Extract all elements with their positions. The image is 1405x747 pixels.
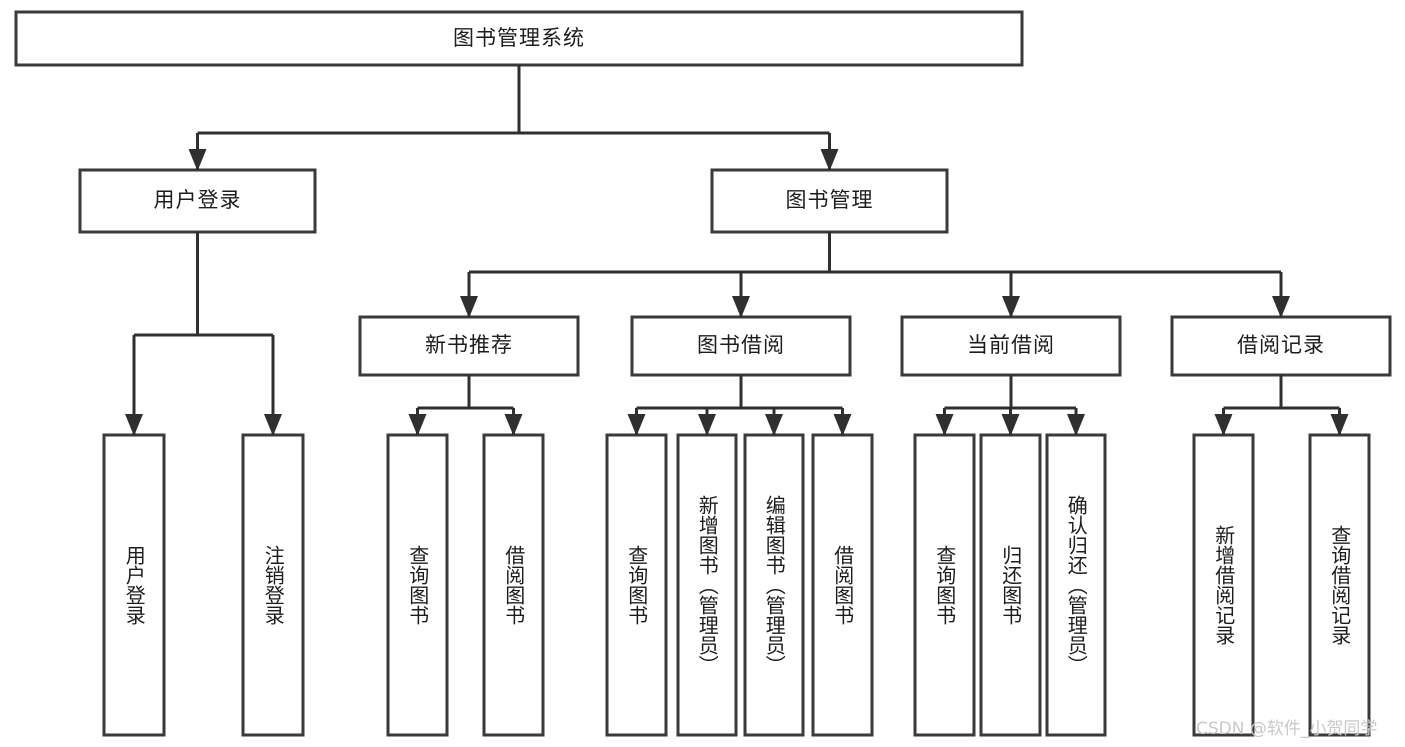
root-arrow-1: [820, 149, 839, 171]
leaf-confirm-return-admin-label: 确认归还（管理员）: [1064, 495, 1089, 675]
book-mgmt-arrow-1: [732, 296, 750, 318]
leaf-borrow-book-recommend-box[interactable]: [482, 433, 545, 737]
leaf-borrow-book-box[interactable]: [811, 433, 874, 737]
book-mgmt-arrow-2: [1002, 296, 1020, 318]
leaf-query-book-current-box[interactable]: [913, 433, 976, 737]
leaf-borrow-book-recommend-label: 借阅图书: [501, 545, 526, 625]
leaf-return-book-box[interactable]: [979, 433, 1042, 737]
leaf-return-book-label: 归还图书: [998, 545, 1023, 625]
cat-3-arrow-0: [1214, 414, 1233, 436]
leaf-query-book-borrow-label: 查询图书: [624, 545, 649, 625]
node-root-system-box[interactable]: [14, 10, 1024, 67]
leaf-add-book-admin-label: 新增图书（管理员）: [695, 495, 720, 675]
leaf-confirm-return-admin-box[interactable]: [1045, 433, 1107, 737]
leaf-query-borrow-record-box[interactable]: [1308, 433, 1371, 737]
user-login-arrow-1: [264, 414, 282, 436]
node-current-borrow-label: 当前借阅: [967, 333, 1055, 358]
leaf-user-logout-label: 注销登录: [261, 545, 286, 625]
node-user-login-label: 用户登录: [153, 188, 242, 213]
cat-0-arrow-1: [504, 414, 523, 436]
leaf-query-borrow-record-label: 查询借阅记录: [1327, 525, 1352, 645]
cat-1-arrow-1: [698, 414, 716, 436]
cat-0-arrow-0: [408, 414, 427, 436]
cat-1-arrow-0: [627, 414, 646, 436]
book-mgmt-arrow-3: [1272, 296, 1290, 318]
root-arrow-0: [188, 149, 207, 171]
leaf-add-borrow-record-box[interactable]: [1192, 433, 1255, 737]
leaf-query-book-borrow-box[interactable]: [605, 433, 668, 737]
cat-1-arrow-2: [765, 414, 783, 436]
leaf-query-book-current-label: 查询图书: [932, 545, 957, 625]
cat-1-arrow-3: [833, 414, 852, 436]
leaf-edit-book-admin-box[interactable]: [743, 433, 805, 737]
node-borrow-record-label: 借阅记录: [1237, 333, 1325, 358]
node-book-borrow-label: 图书借阅: [697, 333, 785, 358]
node-user-login-box[interactable]: [78, 168, 317, 234]
node-book-borrow-box[interactable]: [630, 315, 852, 377]
user-login-arrow-0: [125, 414, 143, 436]
leaf-add-borrow-record-label: 新增借阅记录: [1211, 525, 1236, 645]
cat-2-arrow-2: [1067, 414, 1085, 436]
book-mgmt-arrow-0: [460, 296, 478, 318]
cat-2-arrow-0: [935, 414, 954, 436]
leaf-borrow-book-label: 借阅图书: [830, 545, 855, 625]
leaf-edit-book-admin-label: 编辑图书（管理员）: [762, 495, 787, 675]
watermark-text: CSDN @软件_小贺同学: [1196, 719, 1378, 739]
leaf-query-book-recommend-label: 查询图书: [405, 545, 430, 625]
cat-3-arrow-1: [1330, 414, 1349, 436]
node-book-management-label: 图书管理: [785, 188, 874, 213]
leaf-add-book-admin-box[interactable]: [676, 433, 738, 737]
leaf-user-login-label: 用户登录: [122, 545, 147, 625]
node-new-book-recommend-label: 新书推荐: [425, 333, 513, 358]
leaf-user-logout-box[interactable]: [241, 433, 305, 737]
cat-2-arrow-1: [1001, 414, 1020, 436]
node-root-system-label: 图书管理系统: [453, 25, 585, 50]
